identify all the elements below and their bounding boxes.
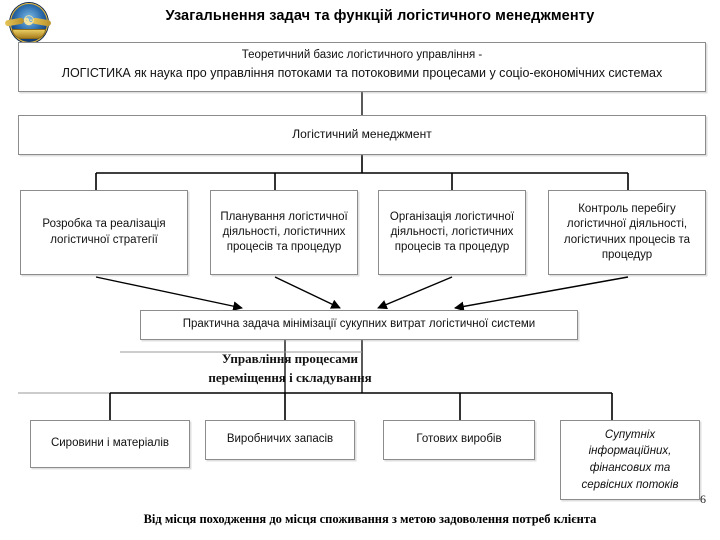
footer-caption: Від місця походження до місця споживання… [143,512,597,526]
theory-basis-line-2: ЛОГІСТИКА як наука про управління потока… [61,65,663,80]
flow-box-accompanying-flows[interactable]: Супутніх інформаційних, фінансових та се… [560,420,700,500]
function-label-control: Контроль перебігу логістичної діяльності… [563,203,691,261]
theory-basis-line-1: Теоретичний базис логістичного управлінн… [241,49,483,61]
flow-box-finished-goods[interactable]: Готових виробів [383,420,535,460]
flow-box-raw-materials[interactable]: Сировини і матеріалів [30,420,190,468]
flow-label-accompanying-flows: Супутніх інформаційних, фінансових та се… [581,428,679,491]
practical-task-label: Практична задача мінімізації сукупних ви… [182,318,536,331]
function-label-planning: Планування логістичної діяльності, логіс… [220,210,348,254]
function-box-strategy[interactable]: Розробка та реалізація логістичної страт… [20,190,188,275]
flow-label-production-stock: Виробничих запасів [226,433,334,446]
processes-caption-line-2: переміщення і складування [208,369,372,385]
logistics-management-label: Логістичний менеджмент [292,127,432,142]
flow-box-production-stock[interactable]: Виробничих запасів [205,420,355,460]
function-box-organization[interactable]: Організація логістичної діяльності, логі… [378,190,526,275]
page-title: Узагальнення задач та функцій логістично… [165,8,595,24]
emblem-banner [12,29,46,39]
emblem-glyph: ☯ [23,13,35,28]
flow-label-raw-materials: Сировини і матеріалів [50,437,170,450]
function-label-strategy: Розробка та реалізація логістичної страт… [42,218,166,246]
function-box-control[interactable]: Контроль перебігу логістичної діяльності… [548,190,706,275]
practical-task-box[interactable]: Практична задача мінімізації сукупних ви… [140,310,578,340]
theory-basis-box[interactable]: Теоретичний базис логістичного управлінн… [18,42,706,92]
logistics-management-box[interactable]: Логістичний менеджмент [18,115,706,155]
function-label-organization: Організація логістичної діяльності, логі… [389,210,515,254]
flow-label-finished-goods: Готових виробів [416,433,502,446]
page-number: 6 [700,492,706,506]
university-emblem-logo: ☯ [4,2,52,43]
processes-management-caption: Управління процесами переміщення і склад… [120,350,460,388]
processes-caption-line-1: Управління процесами [221,351,359,366]
function-box-planning[interactable]: Планування логістичної діяльності, логіс… [210,190,358,275]
